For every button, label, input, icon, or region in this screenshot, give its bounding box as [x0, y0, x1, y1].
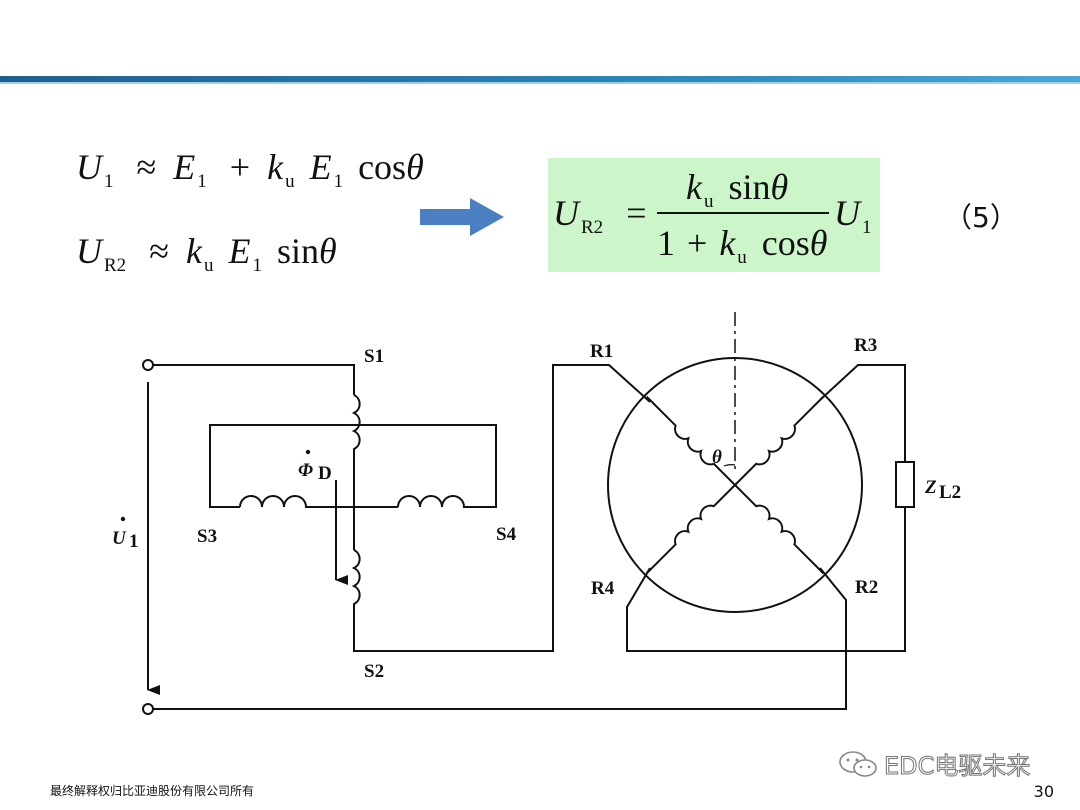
page-number: 30 [1033, 782, 1054, 801]
input-terminal-top [142, 359, 154, 371]
input-terminal-bottom [142, 703, 154, 715]
theta-arc [723, 464, 736, 467]
label-r3: R3 [854, 335, 877, 356]
rotor-coil-r3 [734, 395, 825, 486]
label-r2: R2 [855, 577, 878, 598]
wire-s3 [209, 424, 354, 508]
implies-arrow-icon [420, 198, 504, 236]
wire-s1 [153, 364, 355, 395]
coil-s4 [354, 424, 497, 508]
label-phi: Φ [298, 460, 313, 481]
label-s3: S3 [197, 526, 217, 547]
watermark: EDC电驱未来 [838, 746, 1031, 781]
label-s4: S4 [496, 524, 517, 545]
label-u1-sub: 1 [129, 531, 139, 552]
result-box [548, 158, 880, 272]
label-theta: θ [712, 447, 722, 468]
fraction-bar [657, 212, 829, 214]
equation-number: （5） [944, 201, 1018, 234]
header-rule [0, 76, 1080, 82]
header-rule-light [0, 82, 1080, 84]
wechat-icon [839, 750, 877, 777]
wire-r4 [626, 507, 906, 652]
watermark-text: EDC电驱未来 [883, 752, 1031, 781]
copyright-notice: 最终解释权归比亚迪股份有限公司所有 [50, 784, 255, 798]
label-zl-sub: L2 [939, 482, 961, 503]
wire-r3 [819, 364, 906, 462]
label-zl: Z [924, 477, 937, 498]
rotor-coil-r4 [645, 484, 736, 575]
stator-coil-lower [351, 364, 651, 652]
wire-r2 [153, 567, 847, 710]
rotor-coil-r1 [645, 395, 736, 486]
phasor-dot-phi [305, 449, 311, 455]
label-r4: R4 [591, 578, 615, 599]
label-u1: U [112, 528, 127, 549]
label-phi-sub: D [318, 463, 332, 484]
label-r1: R1 [590, 341, 613, 362]
load-impedance [895, 461, 915, 508]
coil-s3 [239, 495, 398, 508]
phasor-dot-u1 [120, 516, 126, 522]
label-s2: S2 [364, 661, 384, 682]
rotor-coil-r2 [734, 484, 825, 575]
label-s1: S1 [364, 346, 384, 367]
stator-coil-upper [351, 394, 361, 550]
